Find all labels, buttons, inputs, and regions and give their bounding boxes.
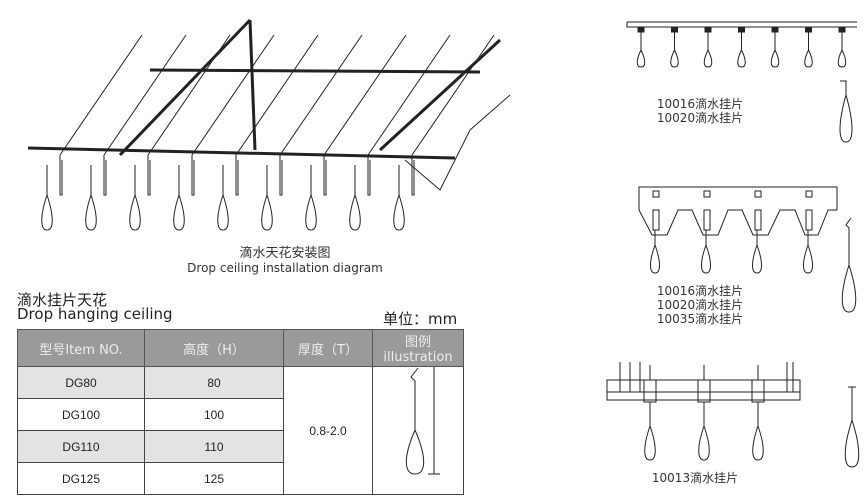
- clip-icon: [637, 26, 645, 33]
- cell-item: DG100: [17, 398, 145, 431]
- cell-height: 80: [144, 366, 284, 399]
- drop-hanger-icon: [670, 32, 679, 68]
- cell-height: 125: [144, 462, 284, 495]
- table-header: 型号Item NO. 高度（H） 厚度（T） 图例 illustration: [17, 329, 464, 367]
- table-row: DG125 125: [17, 462, 464, 495]
- clip-side-hook: [848, 386, 856, 420]
- drop-hanger-icon: [644, 402, 656, 461]
- drop-hanger-icon: [650, 230, 660, 274]
- caption-line: 10020滴水挂片: [656, 298, 744, 312]
- drop-hanger-icon: [803, 230, 813, 274]
- clip-icon: [697, 379, 711, 403]
- drop-hanger-icon: [703, 32, 713, 68]
- panel-edge: [404, 94, 511, 191]
- drop-hanger-icon: [844, 419, 860, 468]
- drop-hanger-icon: [737, 32, 746, 68]
- drop-hanger-icon: [85, 165, 97, 231]
- ceiling-panel: [367, 34, 451, 196]
- clip-icon: [805, 26, 812, 33]
- header-height: 高度（H）: [144, 329, 284, 367]
- table-row: DG100 100: [17, 398, 464, 431]
- clip-icon: [643, 379, 657, 403]
- ceiling-panel: [235, 34, 319, 196]
- clip-icon: [703, 209, 711, 231]
- clip-icon: [652, 209, 660, 231]
- ceiling-panel: [411, 34, 495, 196]
- clip-icon: [838, 26, 846, 33]
- header-illustration: 图例 illustration: [372, 329, 464, 367]
- drop-hanger-icon: [305, 165, 317, 231]
- comb-rail: [638, 186, 838, 236]
- section-title-cn: 滴水挂片天花: [17, 291, 108, 309]
- drop-hanger-icon: [349, 165, 361, 231]
- unit-label: 单位：mm: [383, 310, 458, 328]
- t-rail: [606, 379, 801, 401]
- drop-hanger-icon: [701, 230, 711, 274]
- drop-hanger-icon: [841, 264, 857, 313]
- drop-hanger-icon: [752, 230, 762, 274]
- ceiling-panel: [191, 34, 275, 196]
- main-runner: [27, 38, 502, 160]
- drop-hanger-icon: [752, 402, 764, 461]
- cell-item: DG80: [17, 366, 145, 399]
- cell-illustration: [372, 366, 464, 495]
- table-row: DG80 80 0.8-2.0: [17, 366, 464, 495]
- drop-hanger-icon: [261, 165, 273, 231]
- caption-line: 10035滴水挂片: [656, 312, 744, 326]
- ceiling-panel: [323, 34, 407, 196]
- clip-icon: [805, 209, 813, 231]
- header-thickness: 厚度（T）: [283, 329, 373, 367]
- cross-rail: [118, 18, 257, 157]
- caption-line: 10016滴水挂片: [656, 284, 744, 298]
- ceiling-panel: [279, 34, 363, 196]
- rail: [626, 21, 857, 28]
- install-caption-cn: 滴水天花安装图: [239, 246, 331, 261]
- slot-icon: [805, 190, 813, 198]
- cell-height: 100: [144, 398, 284, 431]
- cell-item: DG125: [17, 462, 145, 495]
- clip-caption-1: 10016滴水挂片 10020滴水挂片: [640, 97, 760, 125]
- caption-line: 10016滴水挂片: [656, 97, 744, 111]
- slot-icon: [754, 190, 762, 198]
- drop-hanger-icon: [804, 32, 813, 68]
- clip-icon: [738, 26, 745, 33]
- ceiling-panel: [59, 34, 143, 196]
- install-caption-en: Drop ceiling installation diagram: [187, 261, 383, 275]
- clip-caption-3: 10013滴水挂片: [635, 471, 755, 485]
- drop-hanger-icon: [839, 94, 853, 143]
- clip-icon: [751, 379, 765, 403]
- slot-icon: [652, 190, 660, 198]
- cell-item: DG110: [17, 430, 145, 463]
- drop-hanger-icon: [636, 32, 646, 68]
- clip-icon: [671, 26, 678, 33]
- cell-thickness: 0.8-2.0: [283, 366, 373, 495]
- spec-table: 型号Item NO. 高度（H） 厚度（T） 图例 illustration D…: [17, 329, 464, 495]
- header-item: 型号Item NO.: [17, 329, 145, 367]
- cell-height: 110: [144, 430, 284, 463]
- clip-icon: [771, 26, 779, 33]
- drop-hanger-icon: [217, 165, 229, 231]
- drop-hanger-icon: [129, 165, 141, 231]
- clip-icon: [704, 26, 712, 33]
- drop-hanger-icon: [173, 165, 185, 231]
- caption-line: 10020滴水挂片: [656, 111, 744, 125]
- drop-hanger-icon: [41, 165, 53, 231]
- caption-line: 10013滴水挂片: [651, 471, 739, 485]
- drop-hanger-icon: [698, 402, 710, 461]
- slot-icon: [703, 190, 711, 198]
- drop-hanger-icon: [770, 32, 780, 68]
- clip-side-hook: [845, 217, 852, 265]
- clip-icon: [754, 209, 762, 231]
- drop-hanger-icon: [393, 165, 405, 231]
- clip-caption-2: 10016滴水挂片 10020滴水挂片 10035滴水挂片: [640, 284, 760, 326]
- section-title-en: Drop hanging ceiling: [17, 305, 173, 323]
- clip-side-hook: [840, 80, 847, 95]
- drop-hanger-icon: [837, 32, 847, 68]
- ceiling-panel: [103, 34, 187, 196]
- table-row: DG110 110: [17, 430, 464, 463]
